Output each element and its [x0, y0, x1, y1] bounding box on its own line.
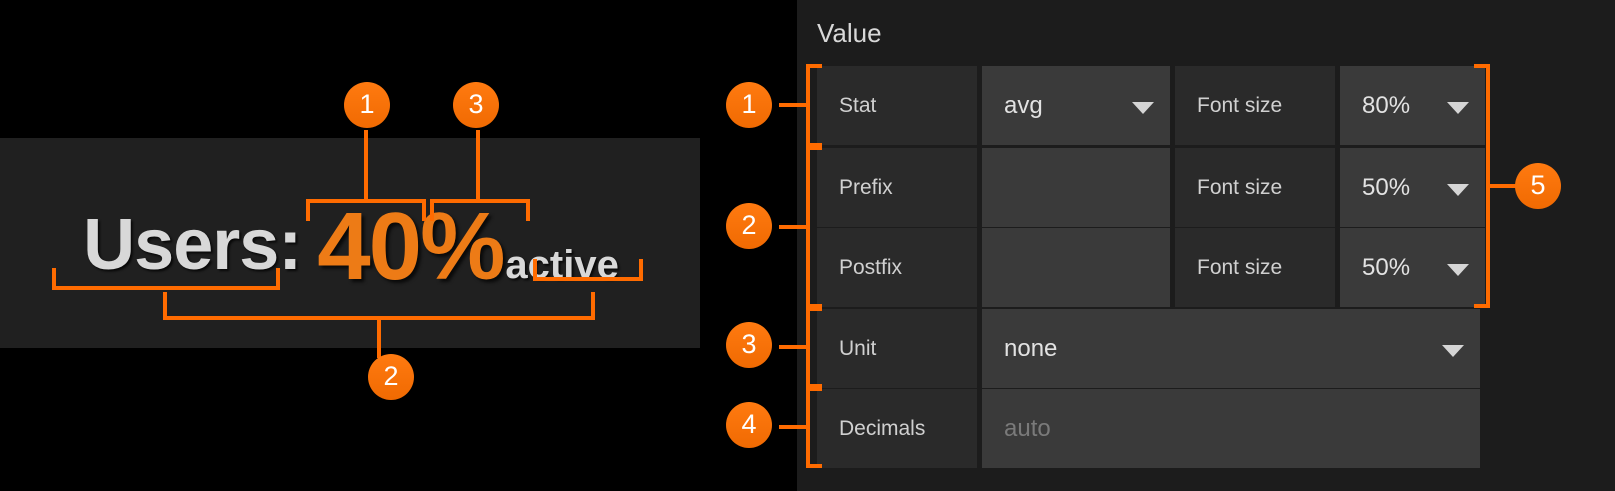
option-row-decimals: Decimals auto — [817, 389, 1480, 468]
callout-stem-viz-3 — [476, 130, 480, 201]
prefix-font-size-label: Font size — [1175, 148, 1335, 227]
stat-prefix-text: Users: — [83, 205, 302, 285]
postfix-font-size-label: Font size — [1175, 228, 1335, 307]
callout-stem-opt-2 — [779, 225, 808, 229]
postfix-input[interactable] — [982, 228, 1170, 307]
callout-stem-opt-3 — [779, 345, 808, 349]
callout-stem-opt-5 — [1488, 184, 1517, 188]
decimals-label: Decimals — [817, 389, 977, 468]
callout-bracket-viz-1 — [306, 199, 426, 221]
callout-bracket-opt-1 — [806, 64, 822, 147]
postfix-label: Postfix — [817, 228, 977, 307]
option-row-prefix: Prefix Font size 50% — [817, 148, 1485, 227]
callout-bracket-viz-2-postfix — [533, 259, 643, 281]
callout-badge-opt-5: 5 — [1515, 163, 1561, 209]
option-row-unit: Unit none — [817, 309, 1480, 388]
stat-select[interactable]: avg — [982, 66, 1170, 145]
prefix-font-size-value: 50% — [1362, 173, 1411, 201]
postfix-font-size-select[interactable]: 50% — [1340, 228, 1485, 307]
chevron-down-icon — [1132, 101, 1154, 114]
callout-badge-label: 5 — [1530, 169, 1546, 200]
stat-font-size-label: Font size — [1175, 66, 1335, 145]
callout-bracket-viz-2-prefix — [52, 268, 280, 290]
option-row-stat: Stat avg Font size 80% — [817, 66, 1485, 145]
prefix-font-size-select[interactable]: 50% — [1340, 148, 1485, 227]
callout-badge-label: 3 — [741, 328, 757, 359]
unit-label: Unit — [817, 309, 977, 388]
callout-badge-viz-3: 3 — [453, 82, 499, 128]
chevron-down-icon — [1447, 183, 1469, 196]
stat-unit-suffix-text: % — [420, 193, 505, 300]
stat-select-value: avg — [1004, 91, 1043, 119]
callout-stem-opt-4 — [779, 425, 808, 429]
callout-bracket-opt-3 — [806, 307, 822, 388]
callout-badge-viz-1: 1 — [344, 82, 390, 128]
callout-badge-opt-4: 4 — [726, 402, 772, 448]
callout-badge-label: 2 — [383, 360, 399, 391]
callout-bracket-viz-2-join — [163, 292, 595, 320]
stat-font-size-value: 80% — [1362, 91, 1411, 119]
decimals-placeholder: auto — [1004, 414, 1051, 442]
callout-badge-viz-2: 2 — [368, 354, 414, 400]
callout-stem-viz-2 — [377, 318, 381, 358]
prefix-input[interactable] — [982, 148, 1170, 227]
callout-badge-label: 3 — [468, 88, 484, 119]
chevron-down-icon — [1442, 344, 1464, 357]
decimals-input[interactable]: auto — [982, 389, 1480, 468]
panel-title: Value — [817, 18, 882, 48]
stat-font-size-select[interactable]: 80% — [1340, 66, 1485, 145]
callout-badge-label: 1 — [359, 88, 375, 119]
callout-badge-opt-1: 1 — [726, 82, 772, 128]
callout-badge-label: 1 — [741, 88, 757, 119]
callout-badge-opt-3: 3 — [726, 322, 772, 368]
stat-value-text: 40 — [317, 193, 422, 300]
callout-stem-viz-1 — [364, 130, 368, 201]
callout-badge-label: 4 — [741, 408, 757, 439]
stat-label: Stat — [817, 66, 977, 145]
callout-badge-opt-2: 2 — [726, 203, 772, 249]
unit-select-value: none — [1004, 334, 1058, 362]
postfix-font-size-value: 50% — [1362, 253, 1411, 281]
prefix-label: Prefix — [817, 148, 977, 227]
option-row-postfix: Postfix Font size 50% — [817, 228, 1485, 307]
callout-bracket-opt-2 — [806, 146, 822, 308]
callout-bracket-opt-4 — [806, 387, 822, 468]
callout-badge-label: 2 — [741, 209, 757, 240]
callout-bracket-viz-3 — [430, 199, 530, 221]
chevron-down-icon — [1447, 263, 1469, 276]
value-options-panel: Value Stat avg Font size 80% Prefix Font… — [797, 0, 1615, 491]
callout-stem-opt-1 — [779, 103, 808, 107]
unit-select[interactable]: none — [982, 309, 1480, 388]
chevron-down-icon — [1447, 101, 1469, 114]
